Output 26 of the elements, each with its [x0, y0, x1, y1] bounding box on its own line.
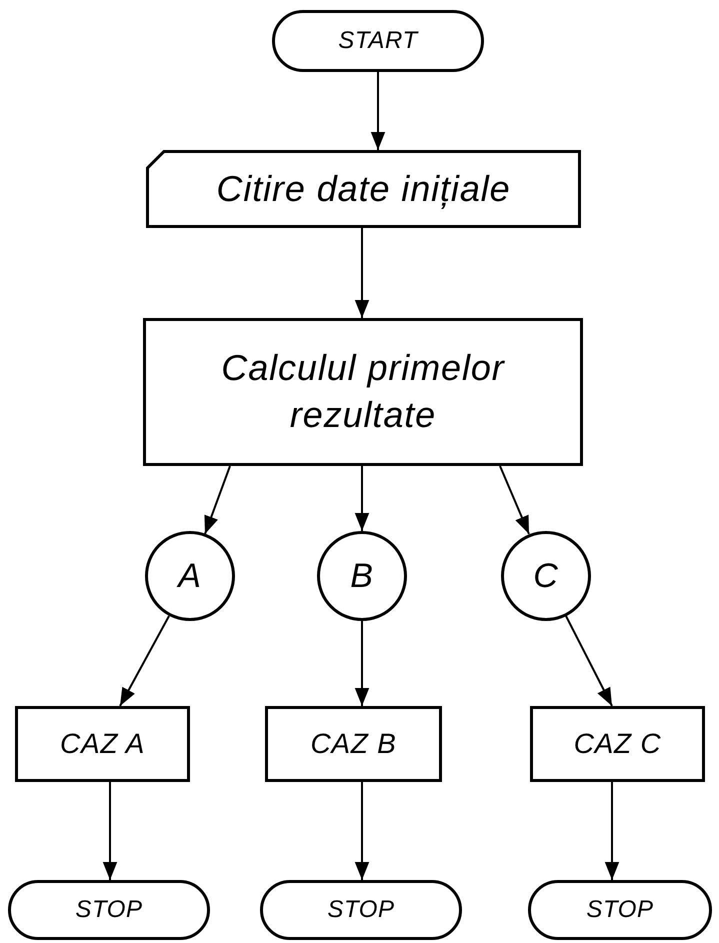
- node-label: CAZ A: [60, 727, 145, 761]
- node-label: STOP: [327, 895, 395, 925]
- input-node: [146, 150, 581, 228]
- node-label: B: [350, 556, 374, 596]
- node-label: STOP: [75, 895, 143, 925]
- arrow: [565, 616, 613, 706]
- process-box: [530, 706, 705, 782]
- node-label: C: [533, 556, 559, 596]
- arrow: [354, 782, 370, 880]
- arrow: [354, 466, 370, 531]
- node-label: CAZ C: [574, 727, 662, 761]
- process-box: [265, 706, 442, 782]
- node-label: STOP: [586, 895, 654, 925]
- node-label: Citire date inițiale: [216, 166, 511, 211]
- process-box: [143, 318, 583, 466]
- node-label: CAZ B: [310, 727, 396, 761]
- node-label: Calculul primelor rezultate: [220, 346, 506, 437]
- node-label: A: [178, 556, 202, 596]
- arrow: [119, 616, 170, 706]
- node-label: START: [338, 26, 418, 56]
- arrow: [102, 782, 118, 880]
- arrow: [370, 72, 386, 150]
- arrow: [604, 782, 620, 880]
- process-box: [15, 706, 190, 782]
- arrow: [354, 621, 370, 706]
- arrow: [354, 228, 370, 318]
